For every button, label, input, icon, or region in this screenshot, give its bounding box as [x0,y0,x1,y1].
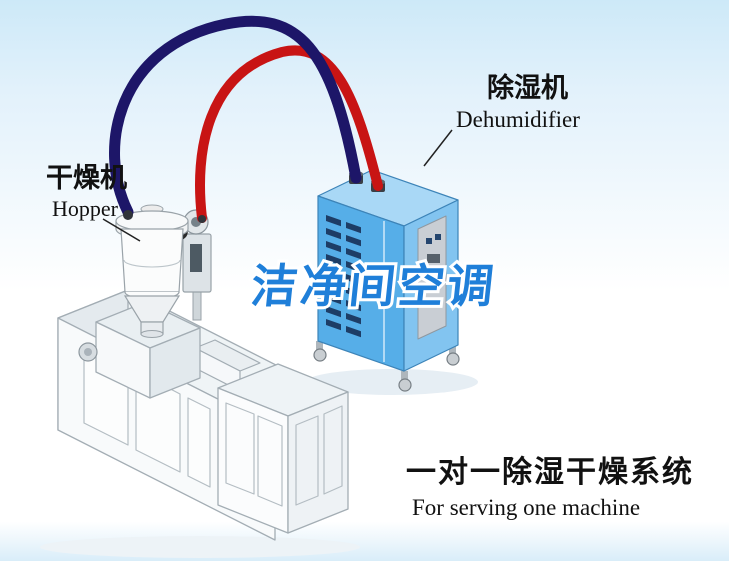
caster-wheel [313,341,327,362]
hopper-label-cn: 干燥机 [46,163,127,194]
blue-air-pipe [109,15,362,218]
cabinet-panel [225,402,255,495]
hose-connector [198,215,206,223]
caster-wheel [398,371,412,392]
cabinet-panel [323,405,343,495]
vent-grille [326,215,361,338]
hopper-body [120,228,184,293]
hopper-leader-line [102,218,141,242]
dehumidifier-label-en: Dehumidifier [456,107,580,132]
cabinet-panel [295,415,319,506]
control-panel [417,215,447,340]
door-panel [187,397,211,488]
dehumidifier-shadow [306,369,478,395]
hose-connector [123,210,133,220]
die-head-center [84,348,92,356]
dehumidifier-unit [313,169,460,392]
caster-wheel [446,345,460,366]
panel-display [427,254,440,263]
red-air-pipe [195,45,383,223]
loader-slot [190,244,202,272]
watermark-text: 洁净间空调 [249,259,500,313]
extruder-machine [57,289,349,541]
caption-subtitle-en: For serving one machine [412,495,641,520]
dehumidifier-label-cn: 除湿机 [487,73,568,104]
hopper-label-en: Hopper [52,196,118,221]
drying-hopper [115,204,189,338]
caption-title-cn: 一对一除湿干燥系统 [406,455,694,490]
dehumidifier-leader-line [423,129,453,167]
extruder-control-cabinet [217,363,349,534]
cabinet-panel [257,415,283,507]
extruder-shadow [40,536,360,558]
hopper-loader [172,209,212,321]
